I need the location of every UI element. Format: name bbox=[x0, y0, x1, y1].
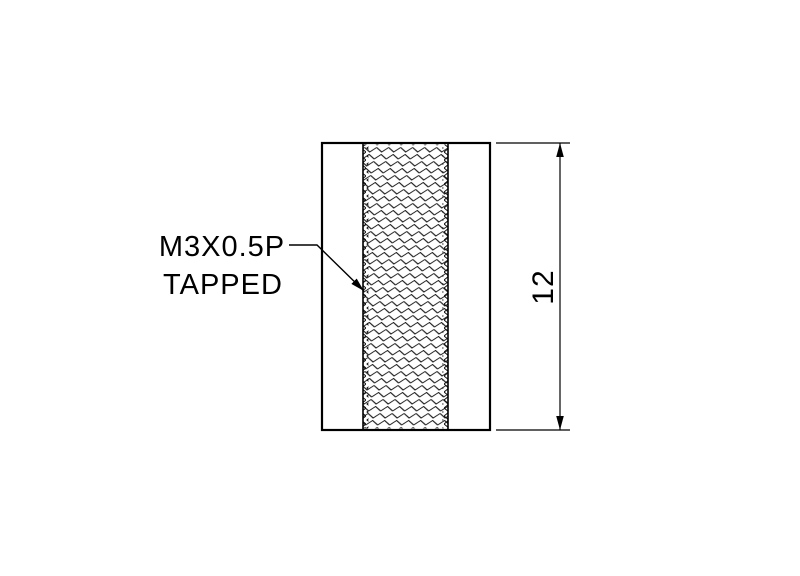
callout-tapped-label: TAPPED bbox=[163, 269, 283, 301]
tapped-hole-thread-texture bbox=[363, 144, 448, 429]
dimension-value: 12 bbox=[527, 269, 560, 304]
callout-thread-spec: M3X0.5P bbox=[159, 231, 285, 263]
thread-crest-zigzag-right bbox=[442, 144, 449, 429]
thread-crest-zigzag-left bbox=[362, 144, 369, 429]
callout-leader-line bbox=[289, 244, 365, 292]
